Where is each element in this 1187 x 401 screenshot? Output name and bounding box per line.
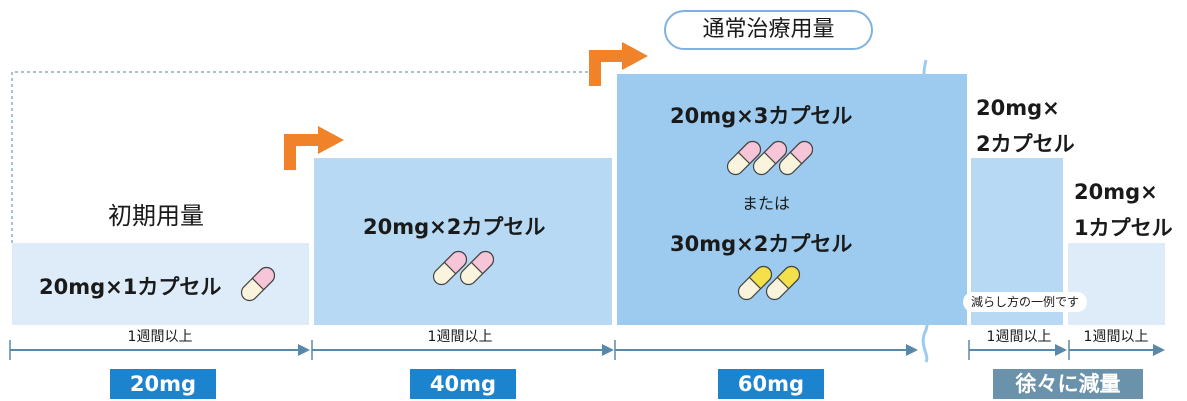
step-up-arrow-2-head	[622, 42, 648, 70]
dashed-guide-line	[11, 71, 595, 243]
step-up-arrow-1	[284, 134, 320, 170]
taper-step1-period: 1週間以上	[986, 329, 1052, 345]
capsule-icon-step3-b	[737, 265, 801, 301]
timeline-arrowhead-5	[1153, 344, 1165, 356]
timeline-arrowhead-4	[1055, 344, 1067, 356]
step3-or-text: または	[742, 194, 791, 213]
taper-step2-line2: 1カプセル	[1074, 216, 1173, 240]
initial-dose-title: 初期用量	[108, 202, 204, 230]
taper-step2-period: 1週間以上	[1083, 329, 1149, 345]
capsule-icon-step1	[240, 266, 276, 302]
step1-dose-text: 20mg×1カプセル	[39, 275, 222, 299]
dose-label-40mg: 40mg	[410, 369, 516, 399]
step-up-arrow-1-head	[318, 126, 344, 154]
step1-period: 1週間以上	[127, 329, 193, 345]
break-wave	[921, 59, 930, 363]
step2-box	[314, 158, 612, 325]
capsule-icon-step2	[432, 250, 495, 286]
taper-example-note: 減らし方の一例です	[963, 292, 1088, 312]
step-up-arrow-2	[589, 50, 624, 86]
taper-step2-line1: 20mg×	[1074, 180, 1158, 204]
step2-period: 1週間以上	[427, 329, 493, 345]
timeline-arrowhead-1	[298, 344, 310, 356]
standard-dose-badge: 通常治療用量	[664, 10, 873, 50]
timeline-arrowhead-2	[602, 344, 614, 356]
taper-step1-line1: 20mg×	[976, 96, 1060, 120]
step3-dose-a-text: 20mg×3カプセル	[670, 104, 853, 128]
dose-label-60mg: 60mg	[718, 369, 824, 399]
dose-label-20mg: 20mg	[110, 369, 216, 399]
timeline-arrowhead-3	[906, 344, 918, 356]
taper-label: 徐々に減量	[993, 369, 1143, 399]
taper-step2-box	[1068, 243, 1165, 325]
capsule-icon-step3-a	[726, 140, 814, 176]
timeline-ticks	[9, 340, 1070, 360]
taper-step1-line2: 2カプセル	[976, 132, 1075, 156]
step3-dose-b-text: 30mg×2カプセル	[670, 232, 853, 256]
step2-dose-text: 20mg×2カプセル	[363, 215, 546, 239]
